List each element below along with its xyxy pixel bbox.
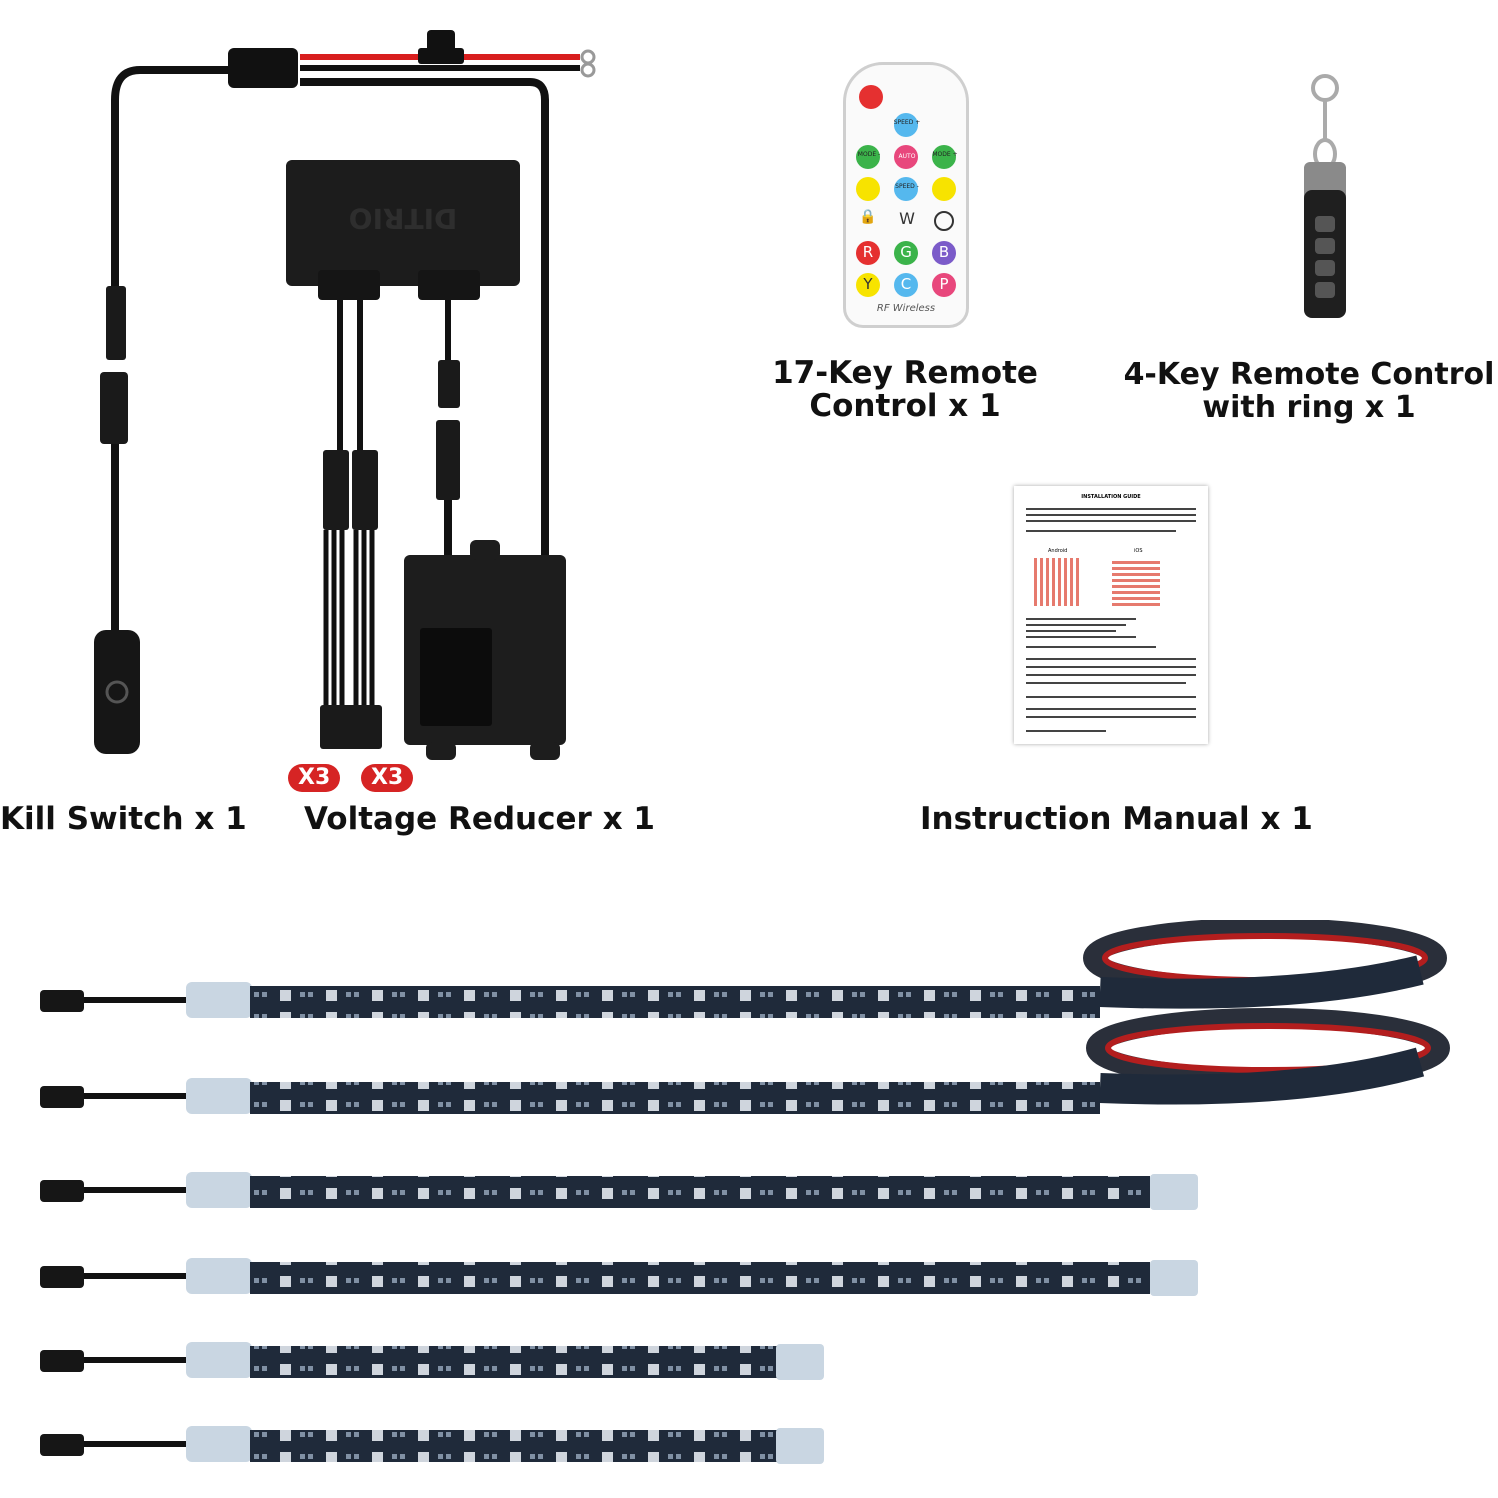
svg-text:🔒: 🔒 (859, 209, 876, 225)
remote-key-green: G (900, 243, 912, 261)
remote-17-label-line1: 17-Key Remote (772, 355, 1038, 391)
led-strip (40, 1426, 824, 1464)
led-strip (40, 1342, 824, 1380)
led-strip (40, 1172, 1198, 1210)
remote-key-auto: AUTO (898, 153, 916, 160)
remote-4-key (1304, 74, 1346, 318)
voltage-reducer-label: Voltage Reducer x 1 (304, 801, 655, 837)
remote-key-white: W (899, 209, 915, 228)
remote-keypad: 🔒 (856, 85, 956, 297)
remote-4-label-line2: with ring x 1 (1202, 390, 1416, 425)
quantity-badge: X3 (361, 764, 414, 792)
remote-footer-text: RF Wireless (876, 303, 936, 314)
remote-key-yellow: Y (863, 275, 873, 293)
remote-key-cyan: C (900, 275, 912, 293)
manual-android-label: Android (1048, 548, 1068, 554)
remote-key-speed-up: SPEED + (893, 119, 921, 126)
instruction-manual: INSTALLATION GUIDE Android iOS (1014, 486, 1208, 744)
kill-switch-label: Kill Switch x 1 (0, 801, 247, 837)
remote-key-purple: P (939, 275, 949, 293)
led-strips-illustration: 3M VHB 3M VHB (40, 920, 1450, 1464)
reducer-brand-text: DITRIO (349, 202, 458, 235)
remote-17-key: 🔒 SPEED + MODE - AUTO MODE + SPEED - W R… (843, 62, 969, 328)
qr-code-ios (1112, 558, 1160, 606)
remote-key-speed-down: SPEED - (895, 183, 919, 190)
remote-key-red: R (862, 243, 874, 261)
tape-label: 3M VHB (1222, 1044, 1271, 1057)
instruction-manual-label: Instruction Manual x 1 (920, 801, 1313, 837)
remote-4-label-line1: 4-Key Remote Control (1123, 357, 1495, 392)
qr-code-android (1034, 558, 1082, 606)
manual-heading: INSTALLATION GUIDE (1081, 494, 1141, 500)
remote-key-mode-up: MODE + (932, 151, 958, 158)
manual-ios-label: iOS (1134, 548, 1143, 554)
tape-label: 3M VHB (1220, 950, 1269, 963)
led-strip (40, 955, 1424, 1018)
quantity-badge: X3 (288, 764, 341, 792)
wiring-harness-illustration: DITRIO (94, 30, 596, 760)
remote-key-mode-down: MODE - (857, 151, 881, 158)
remote-17-label-line2: Control x 1 (809, 388, 1001, 424)
led-strip (40, 1047, 1425, 1114)
led-strip (40, 1258, 1198, 1296)
remote-key-blue: B (938, 243, 950, 261)
